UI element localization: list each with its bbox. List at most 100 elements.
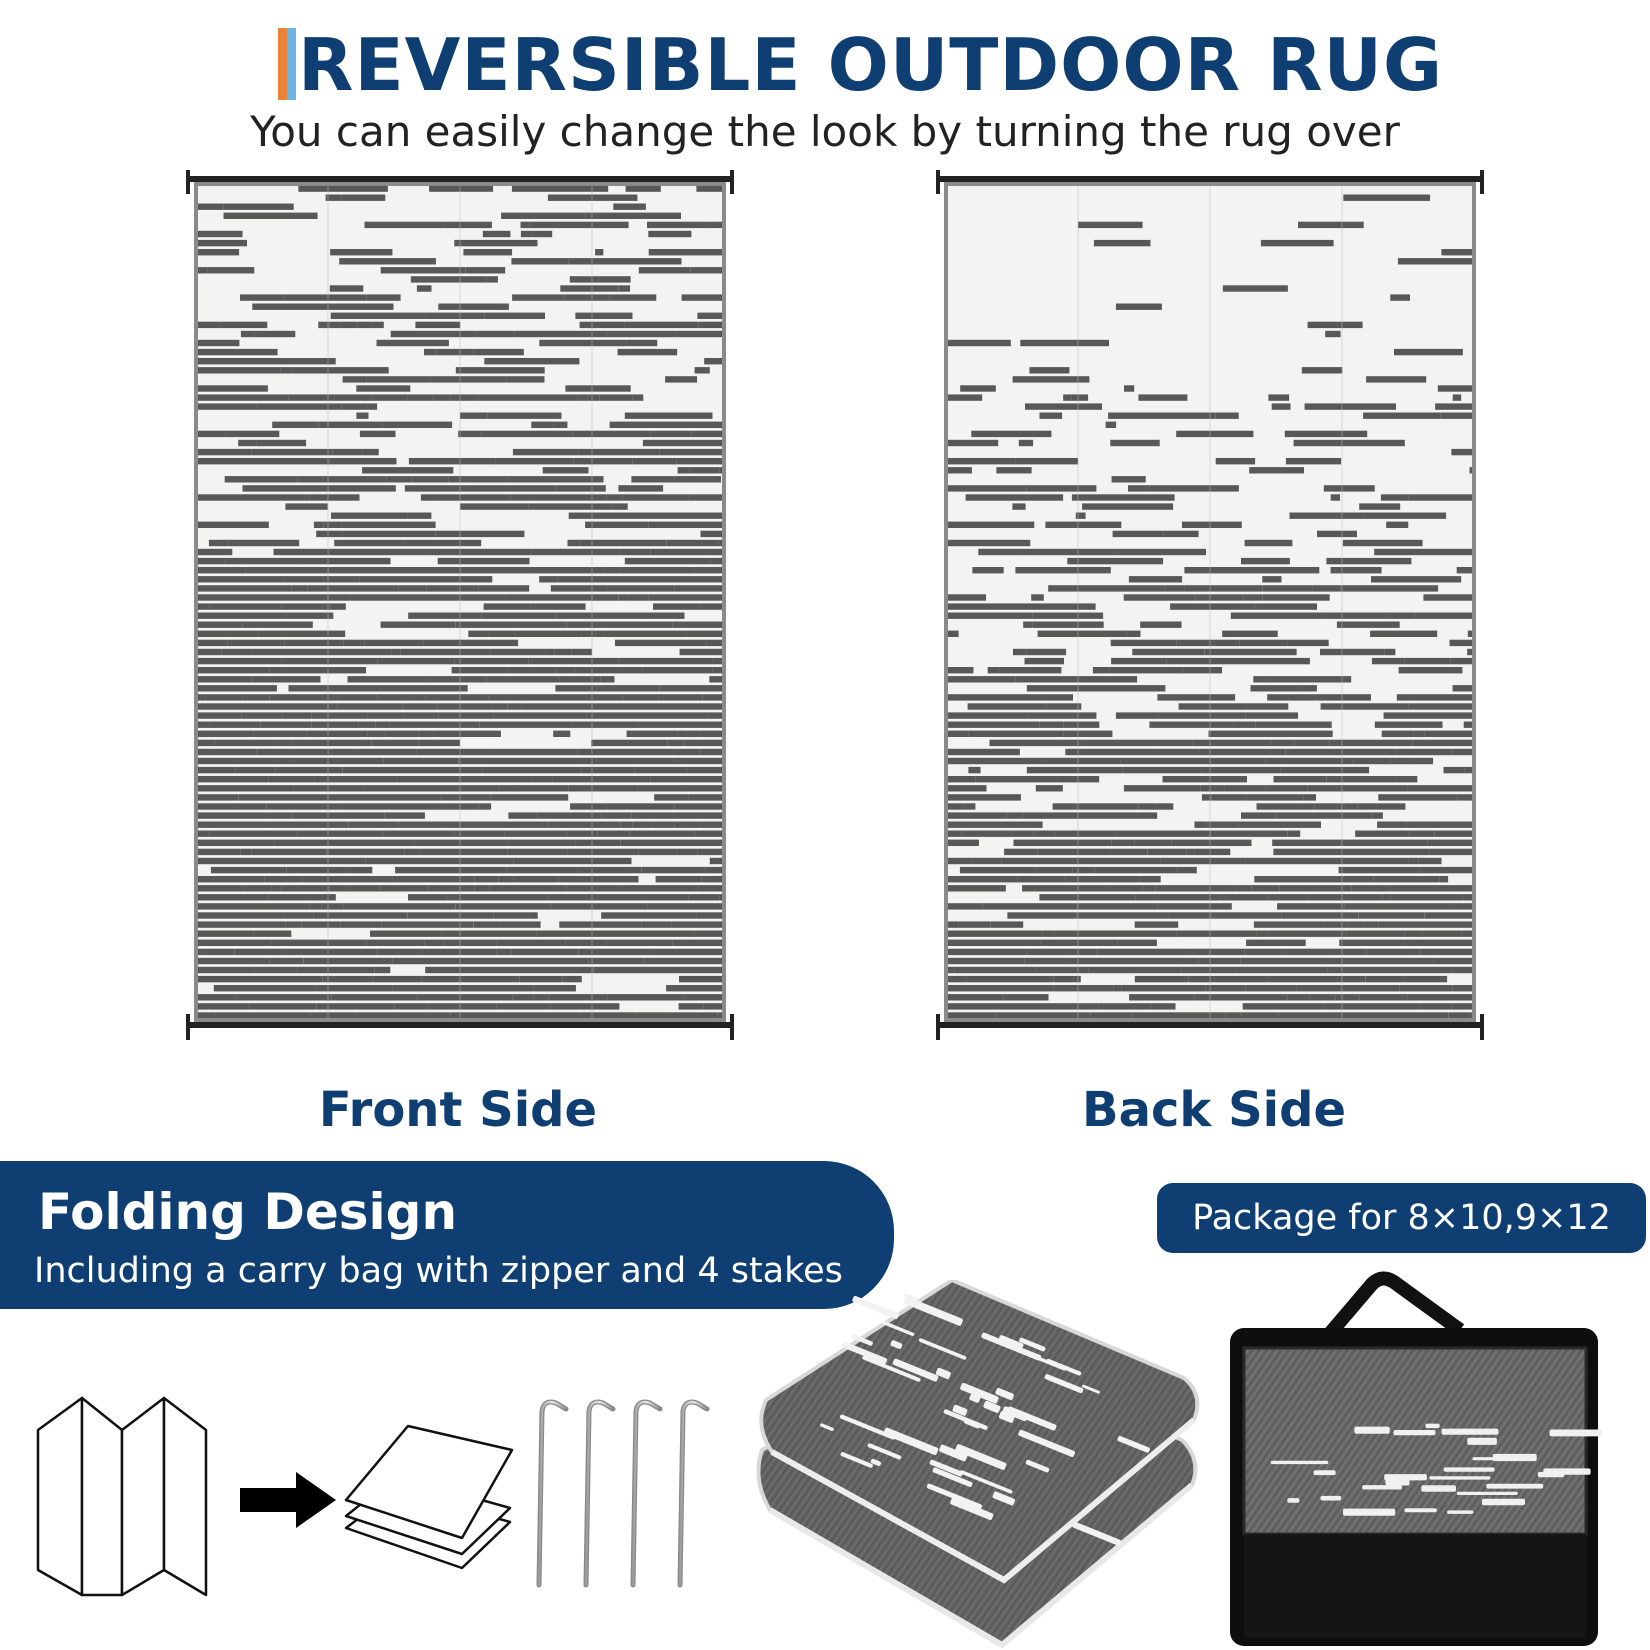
rug-stripe xyxy=(968,766,981,774)
rug-stripe xyxy=(575,312,633,319)
rug-stripe xyxy=(712,657,724,665)
rug-stripe xyxy=(340,921,382,928)
rug-stripe xyxy=(620,821,633,828)
rug-stripe xyxy=(358,721,376,728)
rug-stripe xyxy=(424,639,519,647)
rug-stripe xyxy=(334,794,394,801)
rug-stripe xyxy=(272,421,319,428)
rug-stripe xyxy=(275,766,343,774)
rug-stripe xyxy=(488,694,548,701)
rug-stripe xyxy=(339,939,367,946)
rug-stripe xyxy=(555,685,597,692)
rug-stripe xyxy=(451,667,508,674)
rug-stripe xyxy=(292,367,389,374)
rug-stripe xyxy=(196,830,209,837)
rug-stripe xyxy=(1178,703,1220,710)
rug-stripe xyxy=(946,603,1008,610)
rug-stripe xyxy=(364,639,382,647)
rug-stripe xyxy=(1093,239,1151,247)
rug-stripe xyxy=(196,585,292,592)
rug-stripe xyxy=(1168,912,1211,919)
rug-stripe xyxy=(1268,894,1309,901)
rug-stripe xyxy=(196,676,244,683)
rug-stripe xyxy=(655,876,702,883)
rug-stripe xyxy=(455,985,534,992)
rug-stripe xyxy=(1365,975,1405,983)
rug-stripe xyxy=(651,821,675,828)
rug-stripe xyxy=(486,276,498,283)
rug-stripe xyxy=(418,730,434,737)
rug-stripe xyxy=(1452,985,1474,992)
photo-stripe xyxy=(935,1367,951,1380)
rug-stripe xyxy=(1390,894,1464,901)
rug-stripe xyxy=(652,948,724,956)
rug-stripe xyxy=(495,458,574,465)
rug-stripe xyxy=(650,776,724,783)
rug-stripe xyxy=(1007,812,1024,819)
rug-stripe xyxy=(402,703,438,710)
rug-stripe xyxy=(688,894,720,901)
rug-stripe xyxy=(362,448,379,456)
rug-stripe xyxy=(407,912,460,919)
rug-stripe xyxy=(1177,866,1197,874)
rug-stripe xyxy=(659,448,724,456)
rug-stripe xyxy=(1380,494,1409,501)
rug-stripe xyxy=(575,667,643,674)
rug-stripe xyxy=(258,630,346,637)
rug-stripe xyxy=(1015,458,1078,465)
rug-stripe xyxy=(337,694,378,701)
rug-stripe xyxy=(577,394,588,401)
rug-stripe xyxy=(650,430,692,438)
rug-stripe xyxy=(1303,794,1316,801)
rug-stripe xyxy=(460,412,488,419)
rug-stripe xyxy=(268,1003,317,1010)
rug-stripe xyxy=(253,730,307,737)
rug-stripe xyxy=(591,739,668,747)
rug-stripe xyxy=(359,576,409,583)
rug-stripe xyxy=(505,594,573,601)
rug-stripe xyxy=(672,939,722,946)
photo-stripe xyxy=(1421,1485,1456,1492)
rug-stripe xyxy=(339,258,436,265)
rug-stripe xyxy=(501,212,586,219)
rug-stripe xyxy=(1192,739,1272,747)
rug-stripe xyxy=(223,212,318,219)
rug-stripe xyxy=(196,348,278,356)
rug-stripe xyxy=(1024,657,1064,665)
rug-stripe xyxy=(946,339,1011,347)
rug-stripe xyxy=(615,639,707,647)
rug-stripe xyxy=(310,648,324,656)
rug-stripe xyxy=(196,394,289,401)
rug-stripe xyxy=(946,839,979,846)
rug-stripe xyxy=(696,912,724,919)
rug-stripe xyxy=(550,1003,620,1010)
rug-stripe xyxy=(1211,912,1265,919)
photo-stripe xyxy=(1320,1495,1342,1501)
rug-stripe xyxy=(613,203,646,210)
photo-stripe xyxy=(1354,1426,1390,1434)
rug-stripe xyxy=(514,330,608,338)
rug-stripe xyxy=(946,876,1018,883)
rug-stripe xyxy=(1116,676,1138,683)
rug-stripe xyxy=(1363,412,1441,419)
rug-stripe xyxy=(1013,648,1027,656)
rug-stripe xyxy=(221,648,252,656)
rug-stripe xyxy=(701,876,724,883)
rug-stripe xyxy=(1181,966,1195,974)
photo-stripe xyxy=(840,1452,873,1468)
rug-stripe xyxy=(1343,194,1431,201)
rug-stripe xyxy=(1222,285,1288,292)
rug-stripe xyxy=(430,376,507,383)
rug-stripe xyxy=(196,930,254,937)
rug-stripe xyxy=(384,812,425,819)
rug-stripe xyxy=(585,521,649,528)
rug-stripe xyxy=(251,648,310,656)
rug-stripe xyxy=(1338,866,1420,874)
rug-stripe xyxy=(609,294,657,301)
photo-stripe xyxy=(1035,1356,1067,1371)
rug-stripe xyxy=(496,939,566,946)
rug-stripe xyxy=(330,603,346,610)
rug-stripe xyxy=(1039,412,1063,419)
rug-stripe xyxy=(196,685,277,692)
rug-stripe xyxy=(302,876,381,883)
